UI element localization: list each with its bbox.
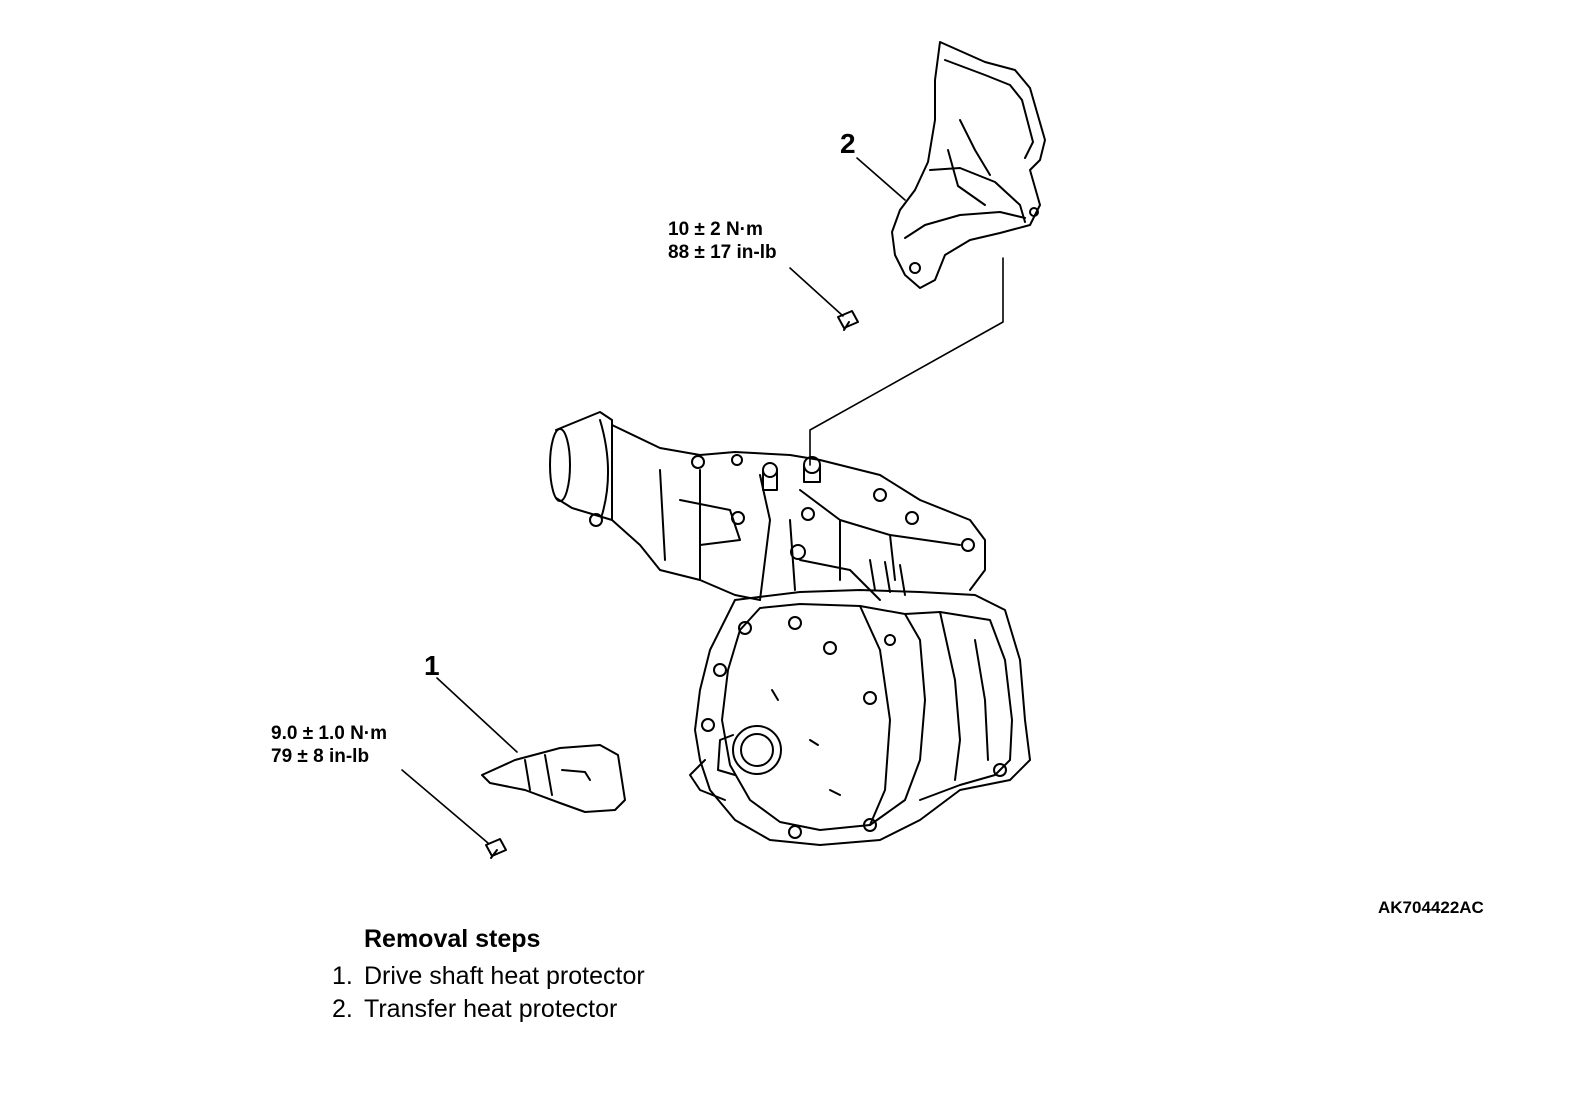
step-text: Transfer heat protector xyxy=(364,995,618,1023)
bolt-item1 xyxy=(485,838,507,859)
removal-step: 2. Transfer heat protector xyxy=(332,993,645,1026)
removal-steps-title: Removal steps xyxy=(364,925,541,953)
bolt-item2 xyxy=(837,310,859,331)
step-number: 2. xyxy=(332,995,353,1023)
torque-imperial: 79 ± 8 in-lb xyxy=(271,746,370,767)
torque-imperial: 88 ± 17 in-lb xyxy=(668,242,777,263)
removal-steps: Removal steps 1. Drive shaft heat protect… xyxy=(332,925,645,1026)
torque-spec-item1: 9.0 ± 1.0 N·m 79 ± 8 in-lb xyxy=(271,722,387,768)
callout-1: 1 xyxy=(424,650,440,681)
leader-lines xyxy=(401,157,1004,844)
drive-shaft-heat-protector xyxy=(481,744,626,813)
step-text: Drive shaft heat protector xyxy=(364,962,645,990)
step-number: 1. xyxy=(332,962,353,990)
removal-step: 1. Drive shaft heat protector xyxy=(332,960,645,993)
figure-id: AK704422AC xyxy=(1378,898,1484,917)
torque-spec-item2: 10 ± 2 N·m 88 ± 17 in-lb xyxy=(668,218,777,264)
transfer-case xyxy=(549,411,1031,846)
torque-metric: 9.0 ± 1.0 N·m xyxy=(271,723,388,744)
transfer-heat-protector xyxy=(891,41,1046,289)
callout-2: 2 xyxy=(840,128,856,159)
torque-metric: 10 ± 2 N·m xyxy=(668,219,763,240)
